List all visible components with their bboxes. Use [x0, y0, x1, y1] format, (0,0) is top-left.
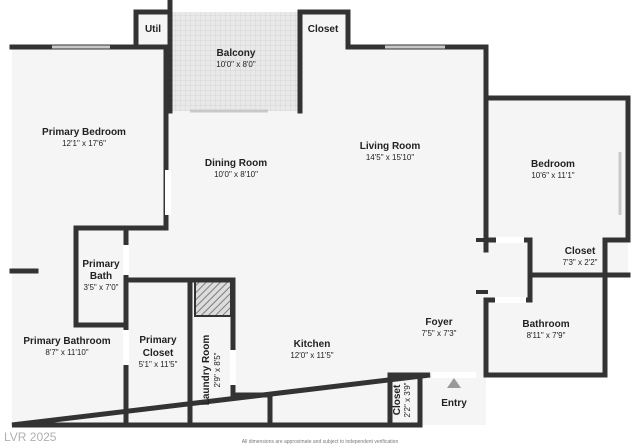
laundry-room-label: Laundry Room	[201, 335, 212, 406]
bedroom-dims: 10'6" x 11'1"	[531, 171, 574, 180]
closet-right-dims: 7'3" x 2'2"	[563, 258, 598, 267]
kitchen-dims: 12'0" x 11'5"	[290, 351, 333, 360]
balcony-tile	[170, 12, 300, 111]
floor-bedroom	[486, 98, 628, 240]
primary-bedroom-label: Primary Bedroom	[42, 127, 126, 138]
primary-closet-label-line2: Closet	[143, 348, 174, 359]
foyer-label: Foyer	[425, 317, 452, 328]
primary-closet-label-line1: Primary	[139, 335, 177, 346]
wall-stubs	[476, 238, 488, 294]
watermark-text: LVR 2025	[4, 430, 57, 444]
laundry-bottom	[230, 392, 273, 428]
bedroom-label: Bedroom	[531, 159, 575, 170]
closet-foyer-dims: 2'2" x 3'9"	[403, 382, 412, 417]
laundry-room-dims: 2'9" x 8'5"	[213, 352, 222, 387]
closet-top-label: Closet	[308, 24, 339, 35]
primary-bedroom-dims: 12'1" x 17'6"	[62, 139, 106, 148]
closet-foyer-walls	[387, 372, 423, 428]
entry-arrow-icon	[447, 378, 461, 388]
kitchen-label: Kitchen	[294, 339, 331, 350]
closet-right-label: Closet	[565, 246, 596, 257]
primary-bath-dims: 3'5" x 7'0"	[84, 283, 119, 292]
disclaimer-text: All dimensions are approximate and subje…	[242, 439, 399, 445]
dining-room-label: Dining Room	[205, 158, 267, 169]
closet-foyer-label: Closet	[392, 384, 403, 415]
primary-bath-label-line1: Primary	[82, 259, 120, 270]
balcony-dims: 10'0" x 8'0"	[216, 60, 256, 69]
util-label: Util	[145, 24, 161, 35]
living-room-label: Living Room	[360, 141, 421, 152]
floor-closet-top	[300, 12, 348, 47]
dining-room-dims: 10'0" x 8'10"	[214, 170, 258, 179]
primary-closet-dims: 5'1" x 11'5"	[139, 360, 178, 369]
bathroom-dims: 8'11" x 7'9"	[527, 331, 566, 340]
primary-bathroom-dims: 8'7" x 11'10"	[45, 348, 88, 357]
living-room-dims: 14'5" x 15'10"	[366, 153, 414, 162]
floor-bathroom	[486, 275, 605, 375]
primary-bath-left	[73, 225, 129, 328]
foyer-dims: 7'5" x 7'3"	[422, 329, 457, 338]
primary-bathroom-label: Primary Bathroom	[23, 336, 110, 347]
balcony-label: Balcony	[217, 48, 256, 59]
floor-util	[136, 12, 170, 47]
bathroom-label: Bathroom	[522, 319, 569, 330]
entry-label: Entry	[441, 398, 467, 409]
water-heater-hatch	[194, 279, 232, 317]
primary-bath-label-line2: Bath	[90, 271, 112, 282]
